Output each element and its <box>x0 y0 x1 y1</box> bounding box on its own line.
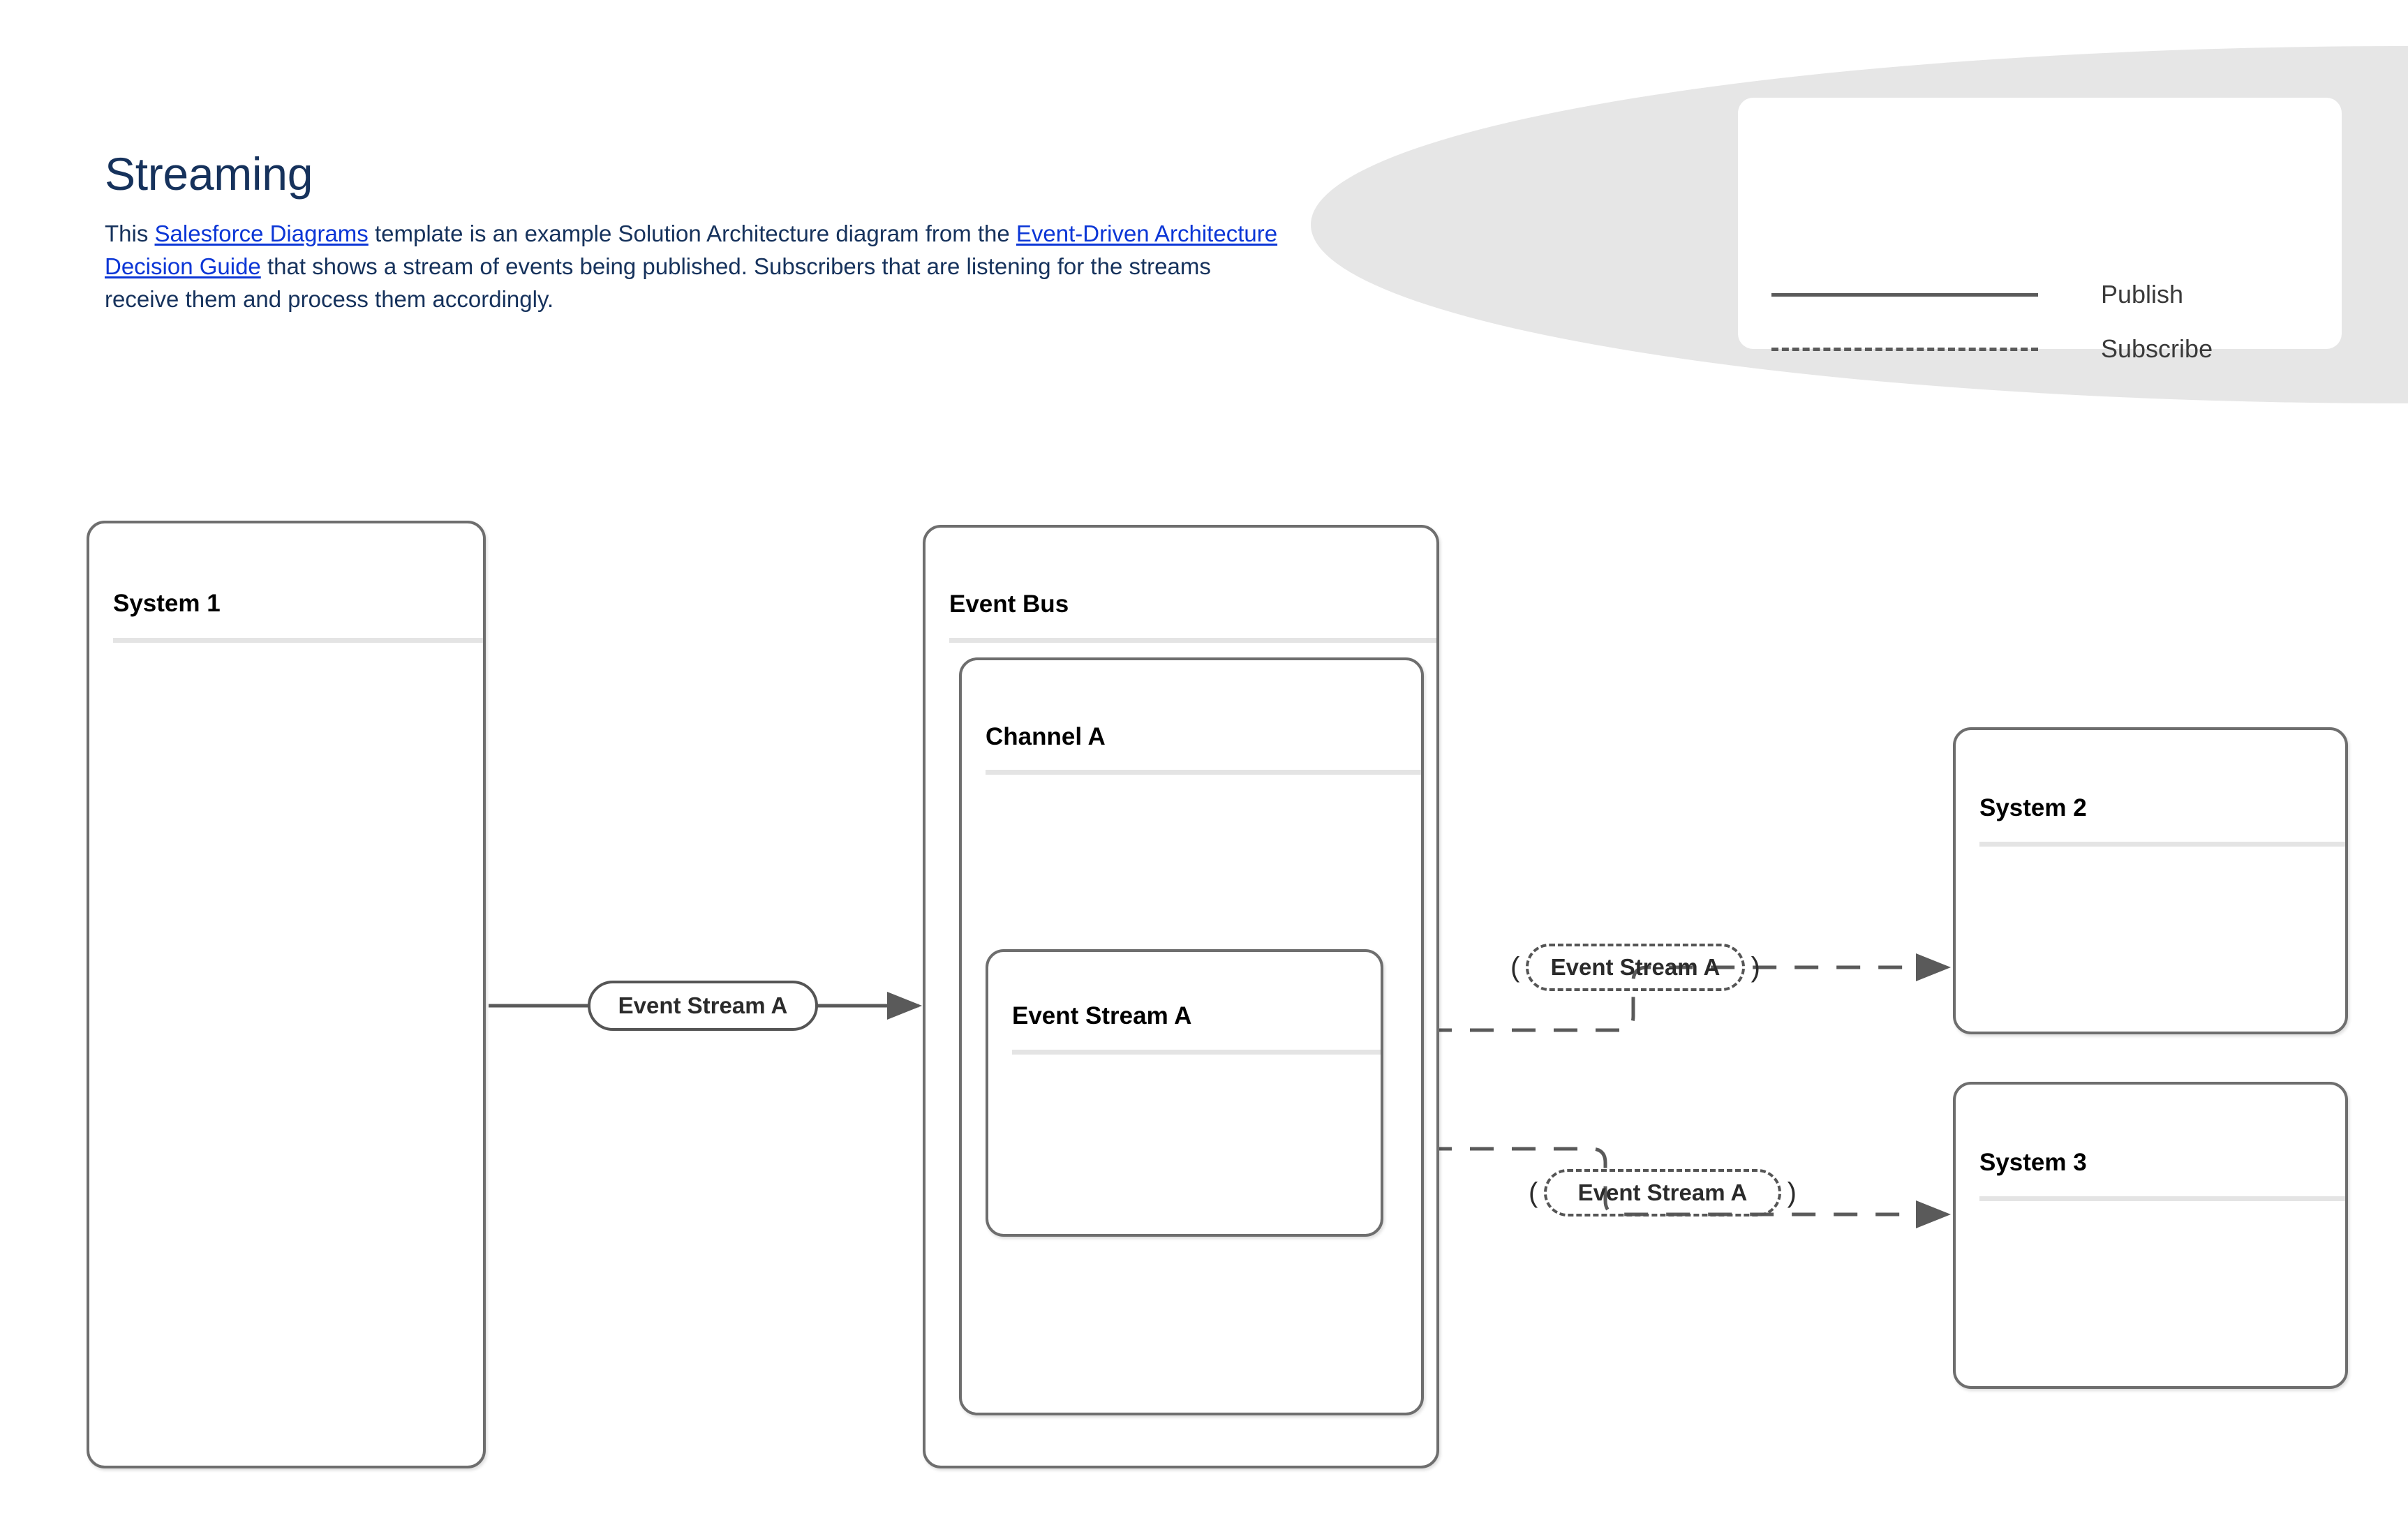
intro-text-2: template is an example Solution Architec… <box>368 221 1016 247</box>
edge-label-subscribe-system3-text: Event Stream A <box>1577 1180 1748 1205</box>
page-title: Streaming <box>105 148 313 200</box>
node-event-stream-a[interactable]: Event Stream A <box>986 949 1383 1237</box>
edge-label-publish-text: Event Stream A <box>618 992 788 1018</box>
legend-item-subscribe: Subscribe <box>1738 328 2342 370</box>
legend-line-dashed-icon <box>1771 347 2038 351</box>
node-system-1[interactable]: System 1 <box>87 521 486 1468</box>
edge-label-subscribe-system2-text: Event Stream A <box>1550 954 1720 980</box>
link-salesforce-diagrams[interactable]: Salesforce Diagrams <box>154 221 369 247</box>
paren-right-icon: ) <box>1787 1177 1797 1208</box>
node-system-1-divider <box>113 638 483 643</box>
legend-card: Publish Subscribe <box>1738 98 2342 363</box>
paren-left-icon: ( <box>1510 951 1520 983</box>
node-event-bus-title: Event Bus <box>949 590 1069 618</box>
link-event-driven-architecture-decision-guide[interactable]: Event-Driven Architecture Decision Guide <box>105 221 1278 280</box>
node-channel-a-title: Channel A <box>986 723 1106 750</box>
node-system-1-title: System 1 <box>113 590 221 617</box>
node-system-3-title: System 3 <box>1979 1149 2087 1176</box>
paren-right-icon: ) <box>1751 951 1760 983</box>
edge-label-subscribe-system3[interactable]: ( Event Stream A ) <box>1529 1169 1797 1216</box>
paren-left-icon: ( <box>1529 1177 1538 1208</box>
legend-label-publish: Publish <box>2101 280 2184 308</box>
node-event-stream-a-title: Event Stream A <box>1012 1002 1192 1029</box>
node-channel-a-divider <box>986 770 1421 775</box>
edge-label-publish-event-stream-a[interactable]: Event Stream A <box>588 981 818 1031</box>
node-event-bus-divider <box>949 638 1436 643</box>
node-event-stream-a-divider <box>1012 1050 1381 1055</box>
intro-paragraph: This Salesforce Diagrams template is an … <box>105 218 1284 316</box>
intro-block: Streaming This Salesforce Diagrams templ… <box>105 148 1284 316</box>
node-system-3-divider <box>1979 1196 2345 1201</box>
node-system-3[interactable]: System 3 <box>1953 1082 2348 1389</box>
node-system-2-title: System 2 <box>1979 794 2087 821</box>
edge-label-subscribe-system2[interactable]: ( Event Stream A ) <box>1510 944 1760 991</box>
node-system-2[interactable]: System 2 <box>1953 727 2348 1034</box>
legend-line-solid-icon <box>1771 292 2038 297</box>
intro-text-3: that shows a stream of events being publ… <box>105 253 1211 313</box>
legend-item-publish: Publish <box>1738 274 2342 315</box>
intro-text-1: This <box>105 221 155 247</box>
node-system-2-divider <box>1979 842 2345 847</box>
legend-label-subscribe: Subscribe <box>2101 334 2213 363</box>
